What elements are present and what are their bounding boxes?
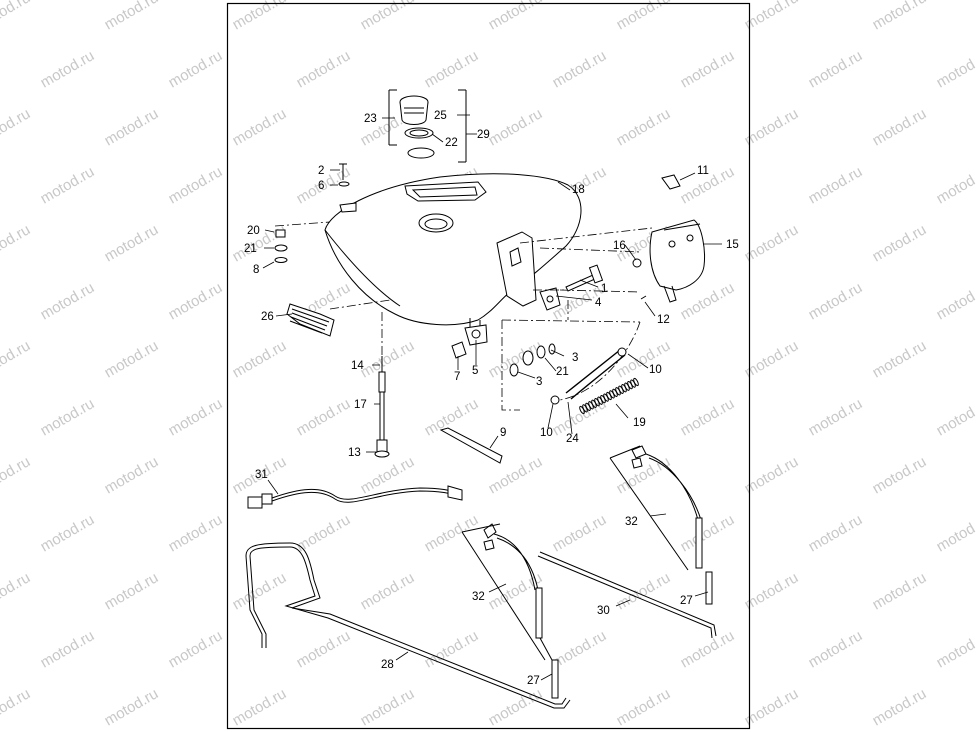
callout-15: 15 <box>726 239 739 251</box>
callout-7: 7 <box>454 371 460 383</box>
callout-32: 32 <box>625 516 638 528</box>
fuel-cap-assembly <box>388 89 467 163</box>
callout-28: 28 <box>381 659 394 671</box>
hose-assembly-right <box>609 445 713 605</box>
callout-21: 21 <box>556 366 569 378</box>
callout-17: 17 <box>354 399 367 411</box>
callout-11: 11 <box>697 165 709 177</box>
callout-10: 10 <box>540 427 553 439</box>
callout-4: 4 <box>595 297 602 309</box>
callout-27: 27 <box>527 675 540 687</box>
callout-3: 3 <box>536 376 542 388</box>
callout-30: 30 <box>597 605 610 617</box>
tank-bracket <box>464 231 561 346</box>
callout-26: 26 <box>261 311 274 323</box>
callout-20: 20 <box>247 225 260 237</box>
vent-line-part-28 <box>245 542 571 709</box>
side-cover-part-15 <box>632 174 705 303</box>
construction-lines <box>274 221 653 411</box>
callout-19: 19 <box>633 417 646 429</box>
callout-13: 13 <box>348 447 361 459</box>
bolt-part-1 <box>565 264 604 292</box>
callout-22: 22 <box>445 137 458 149</box>
callout-1: 1 <box>601 283 607 295</box>
callout-8: 8 <box>253 264 259 276</box>
callout-31: 31 <box>255 469 268 481</box>
callout-9: 9 <box>500 427 506 439</box>
emblem-part-26 <box>286 303 335 337</box>
spring-part-19 <box>579 377 639 415</box>
mount-hardware <box>451 341 556 377</box>
callout-16: 16 <box>613 240 626 252</box>
callout-3: 3 <box>572 352 578 364</box>
callout-25: 25 <box>434 110 447 122</box>
diagram-frame <box>226 2 751 730</box>
callout-10: 10 <box>649 364 662 376</box>
fuel-hose-part-24 <box>550 347 627 405</box>
fuel-sender-part-17 <box>374 356 390 458</box>
callout-18: 18 <box>572 184 585 196</box>
vent-line-part-30 <box>537 551 717 639</box>
callout-32: 32 <box>472 591 485 603</box>
callout-23: 23 <box>364 113 377 125</box>
callout-labels: 1 2 3 3 4 5 6 7 8 9 10 10 11 12 13 14 15… <box>244 110 739 687</box>
callout-2: 2 <box>318 165 324 177</box>
left-hardware <box>274 163 357 263</box>
leader-lines <box>262 114 722 681</box>
callout-14: 14 <box>351 360 364 372</box>
callout-6: 6 <box>318 180 324 192</box>
callout-5: 5 <box>472 365 478 377</box>
fuel-tank-part-18 <box>324 173 582 330</box>
callout-29: 29 <box>477 129 490 141</box>
wiring-harness-part-31 <box>247 485 463 509</box>
callout-21: 21 <box>244 243 257 255</box>
strap-part-9 <box>439 427 503 464</box>
callout-12: 12 <box>657 314 670 326</box>
hose-assembly-center <box>461 523 559 699</box>
callout-24: 24 <box>566 433 579 445</box>
callout-27: 27 <box>680 595 693 607</box>
